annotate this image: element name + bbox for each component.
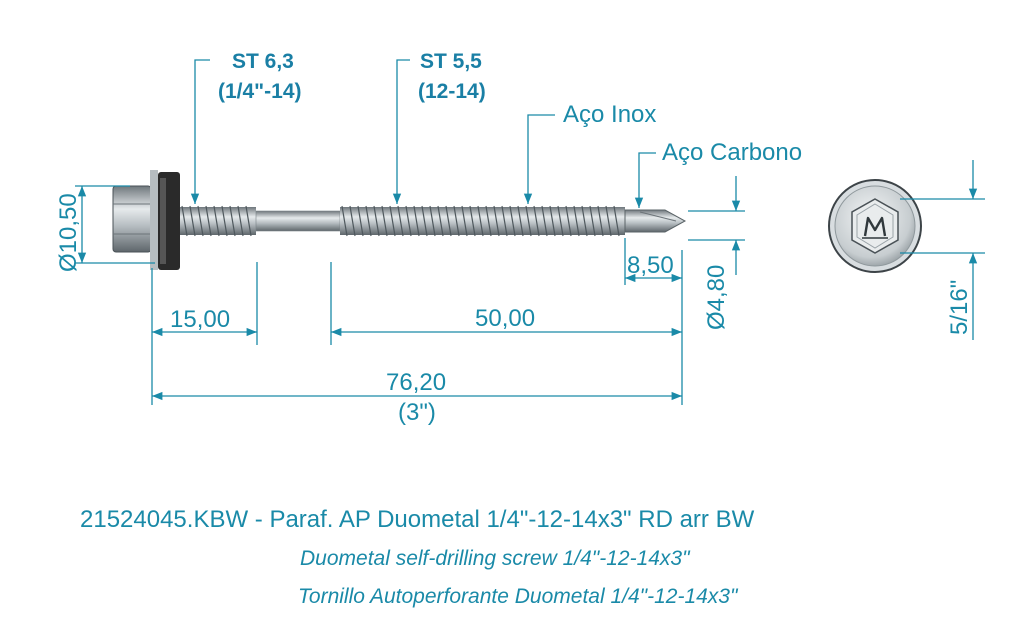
thread-ridge — [485, 205, 492, 237]
callout-aco-carbono: Aço Carbono — [662, 139, 802, 166]
thread-ridge — [589, 205, 596, 237]
dim-shank-diameter: Ø4,80 — [703, 265, 730, 330]
thread-ridge — [597, 205, 604, 237]
thread-ridge — [189, 205, 196, 237]
thread-ridge — [605, 205, 612, 237]
thread-ridge — [509, 205, 516, 237]
thread-ridge — [613, 205, 620, 237]
dim-unthreaded-length: 15,00 — [170, 306, 230, 333]
dimension-lines — [75, 59, 985, 405]
screw-side-view — [112, 170, 687, 270]
washer-flange — [150, 170, 158, 270]
product-code-caption: 21524045.KBW - Paraf. AP Duometal 1/4"-1… — [80, 506, 755, 533]
screw-top-view — [828, 179, 922, 273]
thread-ridge — [517, 205, 524, 237]
dim-tip-length: 8,50 — [627, 252, 674, 279]
thread-ridge — [381, 205, 388, 237]
dim-thread-length: 50,00 — [475, 305, 535, 332]
thread-ridge — [405, 205, 412, 237]
thread-ridge — [389, 205, 396, 237]
callout-aco-inox: Aço Inox — [563, 101, 656, 128]
spanish-description: Tornillo Autoperforante Duometal 1/4"-12… — [298, 585, 738, 608]
thread-ridge — [533, 205, 540, 237]
hex-head — [112, 185, 152, 253]
thread-ridge — [341, 205, 348, 237]
thread-ridge — [477, 205, 484, 237]
thread-ridge — [573, 205, 580, 237]
dim-total-length: 76,20 — [386, 369, 446, 396]
thread-ridge — [541, 205, 548, 237]
thread-ridge — [453, 205, 460, 237]
thread-ridge — [357, 205, 364, 237]
thread-ridge — [549, 205, 556, 237]
callout-st55: ST 5,5 — [420, 50, 482, 73]
dim-total-length-inch: (3") — [398, 399, 436, 426]
thread-ridge — [245, 205, 252, 237]
unthreaded-shank — [255, 210, 341, 232]
thread-ridge — [349, 205, 356, 237]
thread-ridge — [373, 205, 380, 237]
thread-ridge — [229, 205, 236, 237]
thread-ridge — [525, 205, 532, 237]
thread-ridge — [181, 205, 188, 237]
english-description: Duometal self-drilling screw 1/4"-12-14x… — [300, 547, 690, 570]
thread-ridge — [557, 205, 564, 237]
callout-st55-inch: (12-14) — [418, 80, 486, 103]
thread-ridge — [397, 205, 404, 237]
thread-ridge — [581, 205, 588, 237]
thread-ridge — [237, 205, 244, 237]
thread-ridge — [437, 205, 444, 237]
brand-logo — [863, 216, 887, 237]
dim-head-diameter: Ø10,50 — [55, 193, 82, 272]
hex-head-top — [851, 198, 899, 254]
thread-ridge — [421, 205, 428, 237]
thread-ridge — [429, 205, 436, 237]
thread-ridge — [197, 205, 204, 237]
drill-tip — [624, 209, 687, 233]
callout-labels: ST 6,3 (1/4"-14) ST 5,5 (12-14) Aço Inox… — [218, 50, 802, 166]
thread-ridge — [213, 205, 220, 237]
callout-st63: ST 6,3 — [232, 50, 294, 73]
thread-ridge — [221, 205, 228, 237]
thread-ridge — [461, 205, 468, 237]
thread-ridge — [565, 205, 572, 237]
thread-ridge — [445, 205, 452, 237]
callout-st63-inch: (1/4"-14) — [218, 80, 302, 103]
thread-ridge — [493, 205, 500, 237]
thread-ridge — [413, 205, 420, 237]
dim-hex-size: 5/16" — [946, 280, 973, 335]
thread-ridge — [365, 205, 372, 237]
thread-ridge — [469, 205, 476, 237]
dimension-labels: Ø10,50 8,50 Ø4,80 15,00 50,00 76,20 (3")… — [55, 193, 973, 426]
thread-ridge — [501, 205, 508, 237]
thread-ridge — [205, 205, 212, 237]
